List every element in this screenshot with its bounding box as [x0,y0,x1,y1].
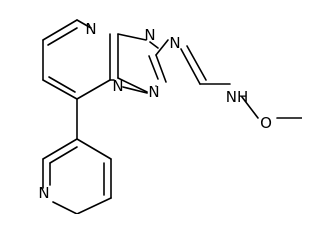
bond-pyrimidine-4 [76,79,111,100]
atom-label-n-triazole-bottom: N [148,83,159,101]
bond-pyrimidine-1-inner [47,27,78,46]
bond-imine-n-to-c-inner [186,45,207,81]
bond-pyridine-6-inner [49,146,78,164]
atom-label-n-pyridine: N [38,184,49,202]
bond-pyridine-4 [52,201,78,214]
bond-pyridine-6 [42,138,78,160]
atom-label-n-triazole-bridge: N [112,77,123,95]
bond-pyrimidine-2 [76,19,92,29]
atom-label-n-pyrimidine: N [85,20,96,38]
bond-triazole-4 [155,54,167,83]
atom-label-n-triazole-right: N [144,26,155,44]
bond-pyrimidine-5-inner [48,76,76,93]
bond-imine-n-to-c [180,48,201,85]
chemical-structure-diagram: N N N N N NH O N [38,19,302,214]
structure-drawing: N N N N N NH O N [38,19,302,214]
bond-triazole-5 [117,33,147,41]
bond-pyridine-1 [76,138,112,160]
bond-triazole-bridge [122,86,148,94]
bond-triazole-2 [117,77,148,93]
bond-triazole-4-inner [148,55,159,80]
bond-pyridine-3 [76,197,112,214]
bond-ring-to-imine-n [155,39,169,56]
bond-triazole-6 [149,41,159,49]
atom-label-o: O [260,114,272,132]
atom-label-n-imine: N [169,34,180,52]
bond-nh-to-o [241,96,259,119]
atom-label-nh: NH [226,88,249,106]
bond-pyrimidine-5 [42,79,78,100]
bond-pyrimidine-1 [42,19,78,41]
